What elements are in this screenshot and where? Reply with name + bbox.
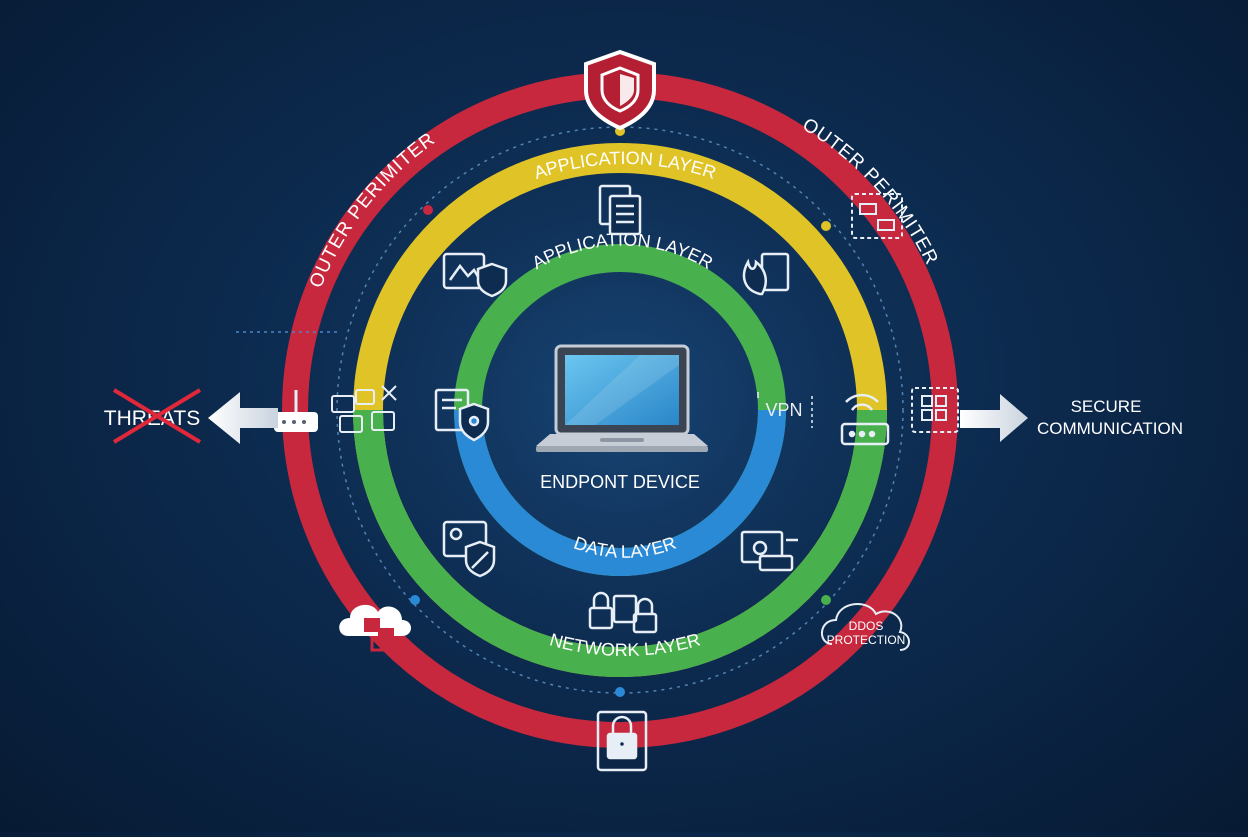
image-shield-icon xyxy=(442,252,508,298)
router-icon xyxy=(274,390,318,432)
outer-dotted-ring xyxy=(336,126,904,694)
secure-label: SECURE xyxy=(1071,397,1142,416)
ring-dot xyxy=(423,205,433,215)
document-shield-icon xyxy=(434,388,490,442)
threats-arrow xyxy=(208,331,340,444)
secure-arrow xyxy=(960,394,1028,442)
protection-label: PROTECTION xyxy=(827,633,906,647)
threats-cross-icon xyxy=(112,388,202,444)
network-devices-icon xyxy=(331,385,397,433)
ring-dot xyxy=(410,595,420,605)
document-list-icon xyxy=(598,184,642,236)
shield-icon xyxy=(584,49,656,131)
monitor-panel-icon xyxy=(740,530,798,572)
laptop-icon xyxy=(536,344,708,452)
qr-code-icon xyxy=(911,387,959,433)
locks-icon xyxy=(588,591,658,634)
ring-dot xyxy=(821,221,831,231)
ring-dot xyxy=(615,687,625,697)
lock-document-icon xyxy=(596,710,648,772)
ddos-label: DDOS xyxy=(849,619,884,633)
firewall-document-icon xyxy=(742,252,790,296)
vpn-label: VPN xyxy=(765,400,802,420)
server-network-icon xyxy=(851,193,903,239)
communication-label: COMMUNICATION xyxy=(1037,419,1183,438)
data-layer-ring xyxy=(454,409,786,576)
user-shield-icon xyxy=(442,520,496,578)
vpn-badge: VPN xyxy=(757,392,813,428)
network-layer-ring xyxy=(353,409,887,677)
wifi-router-icon xyxy=(840,393,890,446)
cloud-security-icon xyxy=(339,604,411,652)
ddos-protection-badge: DDOS PROTECTION xyxy=(821,602,910,651)
endpoint-device-label: ENDPONT DEVICE xyxy=(540,472,700,492)
ring-dot xyxy=(821,595,831,605)
